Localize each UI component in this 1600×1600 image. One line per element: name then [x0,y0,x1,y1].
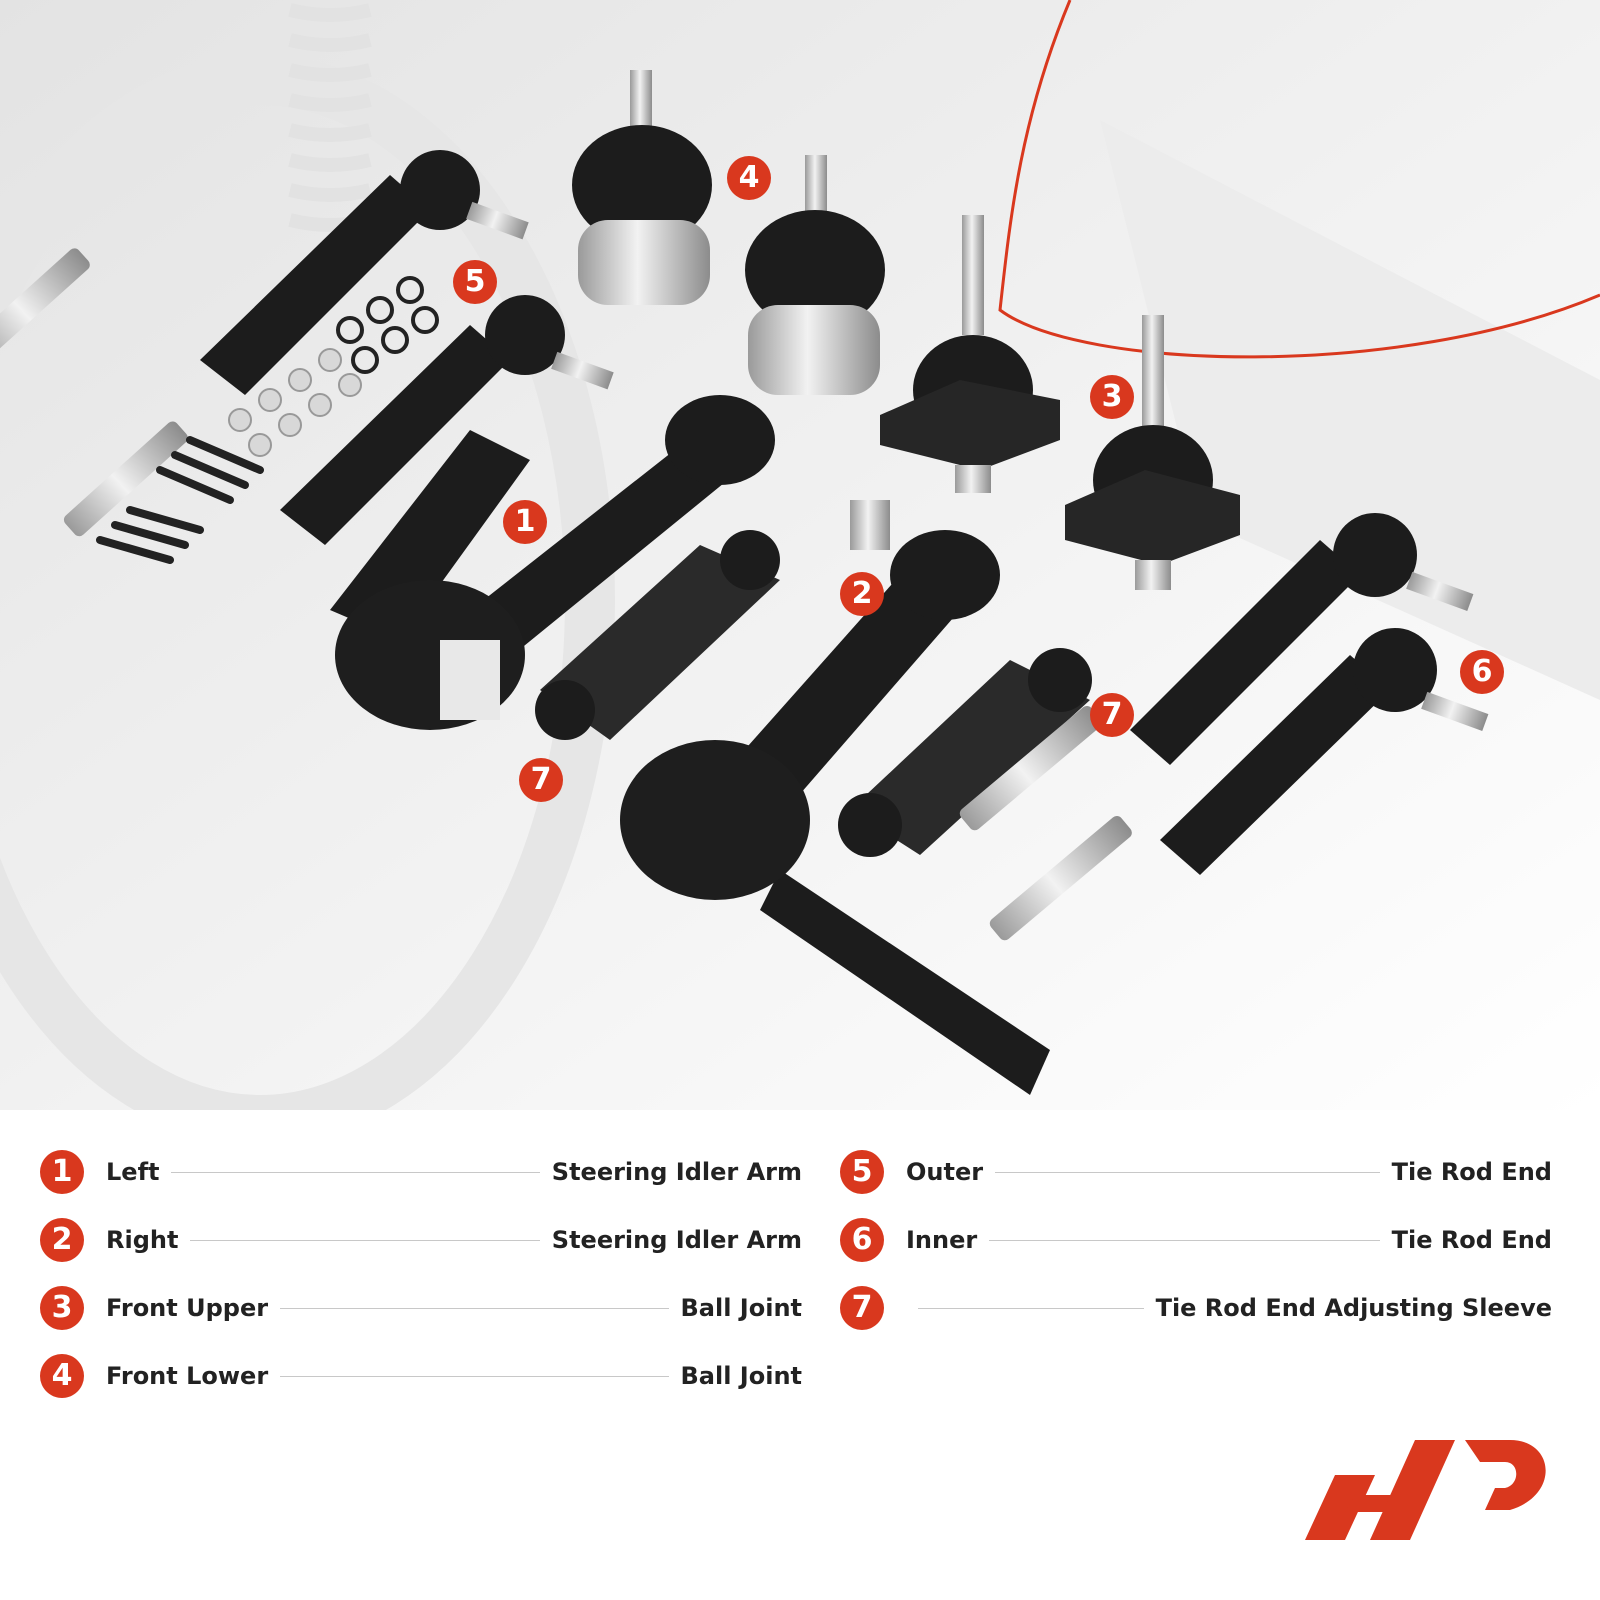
legend-badge: 6 [840,1218,884,1262]
brand-logo [1305,1440,1546,1540]
callout-7a: 7 [1090,693,1134,737]
legend-trail: Steering Idler Arm [551,1226,802,1254]
right-steering-idler-arm [620,500,1050,1095]
legend-item-1: 1 Left Steering Idler Arm [40,1150,802,1194]
inner-tie-rod-end-b [989,628,1489,941]
front-upper-ball-joint-a [880,215,1060,493]
legend-item-6: 6 Inner Tie Rod End [840,1218,1552,1262]
outer-tie-rod-end-a [0,150,529,395]
legend-divider [171,1171,540,1173]
legend-divider [190,1239,540,1241]
legend-lead: Outer [906,1158,984,1186]
product-photo [0,0,1600,1110]
adjusting-sleeve-a [535,530,780,740]
legend-lead: Left [106,1158,160,1186]
front-lower-ball-joint-b [745,155,885,395]
callout-3: 3 [1090,375,1134,419]
legend-badge: 7 [840,1286,884,1330]
legend-trail: Ball Joint [680,1362,803,1390]
bg-frame [1100,120,1600,700]
legend-divider [995,1171,1380,1173]
adjusting-sleeve-b [838,648,1092,857]
front-upper-ball-joint-b [1065,315,1240,590]
legend-item-3: 3 Front Upper Ball Joint [40,1286,802,1330]
legend-lead: Inner [906,1226,978,1254]
callout-2: 2 [840,572,884,616]
legend-badge: 5 [840,1150,884,1194]
legend-badge: 3 [40,1286,84,1330]
legend-trail: Tie Rod End [1391,1158,1552,1186]
front-lower-ball-joint-a [572,70,712,305]
callout-4: 4 [727,156,771,200]
legend-item-7: 7 Tie Rod End Adjusting Sleeve [840,1286,1552,1330]
legend-trail: Tie Rod End [1391,1226,1552,1254]
legend-item-4: 4 Front Lower Ball Joint [40,1354,802,1398]
legend-item-5: 5 Outer Tie Rod End [840,1150,1552,1194]
legend-trail: Steering Idler Arm [551,1158,802,1186]
bg-accent-curve [998,0,1600,359]
callout-5: 5 [453,260,497,304]
legend-divider [280,1375,669,1377]
legend-trail: Ball Joint [680,1294,803,1322]
bg-wheel-arch [0,55,615,1110]
callout-7b: 7 [519,758,563,802]
legend-lead: Front Lower [106,1362,269,1390]
callout-6: 6 [1460,650,1504,694]
outer-tie-rod-end-b [63,295,614,545]
legend-divider [280,1307,669,1309]
legend-lead: Front Upper [106,1294,269,1322]
inner-tie-rod-end-a [959,513,1474,831]
legend-badge: 4 [40,1354,84,1398]
legend-item-2: 2 Right Steering Idler Arm [40,1218,802,1262]
legend-divider [989,1239,1380,1241]
hardware-kit [96,276,439,564]
callout-1: 1 [503,500,547,544]
legend-badge: 2 [40,1218,84,1262]
legend-lead: Right [106,1226,179,1254]
legend-divider [918,1307,1144,1309]
parts-legend: 1 Left Steering Idler Arm 2 Right Steeri… [0,1150,1600,1450]
legend-badge: 1 [40,1150,84,1194]
left-steering-idler-arm [330,395,775,730]
legend-trail: Tie Rod End Adjusting Sleeve [1155,1294,1552,1322]
bg-coil-boot [288,3,372,232]
